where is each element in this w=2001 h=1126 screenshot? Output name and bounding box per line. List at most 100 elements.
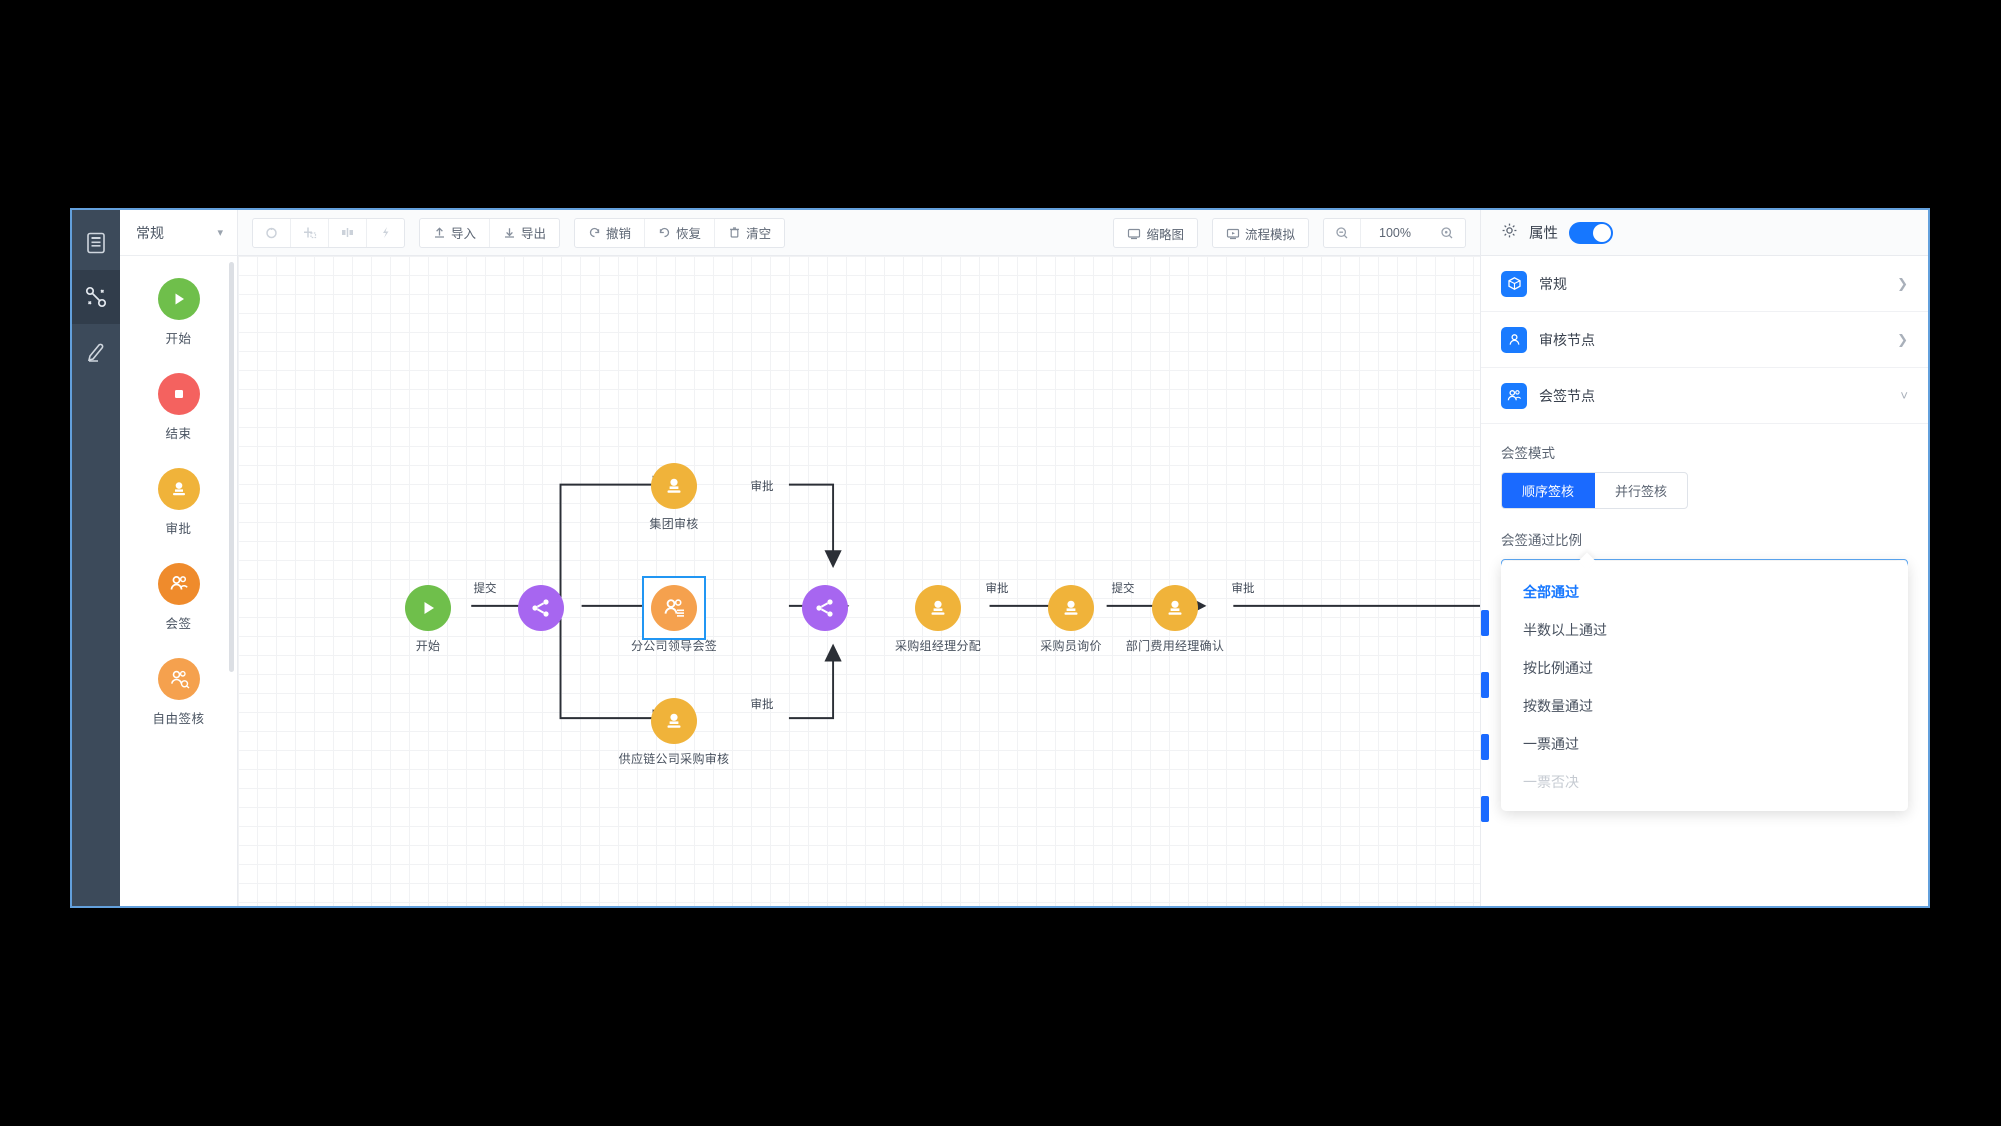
countersign-mode-segmented: 顺序签核 并行签核: [1501, 472, 1689, 509]
palette-item-approve[interactable]: 审批: [120, 468, 237, 537]
mode-sequential-button[interactable]: 顺序签核: [1502, 473, 1596, 508]
dropdown-option-majority-pass[interactable]: 半数以上通过: [1523, 622, 1607, 638]
chevron-down-icon: ˅: [1900, 388, 1908, 403]
approve-icon: [667, 713, 681, 728]
toggle-knob: [1593, 223, 1611, 242]
palette-item-free-sign[interactable]: 自由签核: [120, 658, 237, 727]
clear-button[interactable]: 清空: [715, 219, 784, 247]
flow-edges: [471, 475, 1480, 728]
flow-canvas[interactable]: 开始 集团审核 分公司领导会签: [238, 256, 1480, 906]
approve-icon: [1168, 600, 1182, 615]
rail-item-pen[interactable]: [72, 324, 120, 378]
shape-a-icon[interactable]: [253, 218, 291, 247]
start-circle: [405, 585, 451, 631]
approve-node-swatch: [157, 468, 200, 510]
palette-item-countersign[interactable]: 会签: [120, 563, 237, 632]
undo-label: 撤销: [606, 227, 632, 241]
edge-label: 审批: [1231, 583, 1255, 595]
approve-icon: [172, 482, 185, 496]
dropdown-option-ratio-pass[interactable]: 按比例通过: [1523, 660, 1593, 676]
clear-label: 清空: [746, 227, 772, 241]
history-tool-group: 撤销 恢复 清空: [574, 217, 786, 248]
dropdown-option-count-pass[interactable]: 按数量通过: [1523, 698, 1593, 714]
export-label: 导出: [521, 227, 547, 241]
edge-label: 审批: [750, 481, 774, 493]
play-icon: [424, 602, 434, 614]
countersign-circle: [651, 585, 697, 631]
import-label: 导入: [451, 227, 477, 241]
node-caption: 集团审核: [649, 517, 699, 531]
dropdown-option-all-pass[interactable]: 全部通过: [1523, 584, 1579, 600]
node-gateway-2[interactable]: [802, 585, 848, 631]
thumbnail-group: 缩略图: [1113, 218, 1198, 248]
upload-icon: [435, 227, 444, 238]
palette-item-label: 审批: [165, 522, 192, 536]
gateway-circle: [518, 585, 564, 631]
palette-item-label: 会签: [165, 617, 192, 631]
dropdown-option-single-veto[interactable]: 一票否决: [1523, 774, 1579, 790]
approve-circle: [651, 463, 697, 509]
node-group-review[interactable]: 集团审核: [649, 463, 698, 531]
section-general-label: 常规: [1539, 275, 1567, 292]
palette-item-end[interactable]: 结束: [120, 373, 237, 442]
approve-icon: [931, 600, 945, 615]
undo-button[interactable]: 撤销: [575, 218, 646, 247]
properties-panel: 属性 常规 ❯ 审核节点 ❯ 会签节点 ˅ 会签模式: [1480, 210, 1928, 906]
redo-label: 恢复: [676, 227, 702, 241]
trash-icon: [730, 227, 740, 238]
play-icon: [175, 293, 184, 305]
editor-center: 导入 导出 撤销 恢复 清空: [238, 210, 1480, 906]
section-general[interactable]: 常规 ❯: [1481, 256, 1928, 312]
zoom-out-icon: [1336, 227, 1348, 239]
palette-scrollbar[interactable]: [229, 262, 234, 672]
edge-label: 审批: [985, 583, 1009, 595]
stop-icon: [174, 390, 183, 398]
zoom-in-icon: [1441, 227, 1453, 239]
section-countersign-node[interactable]: 会签节点 ˅: [1481, 368, 1928, 424]
zoom-in-button[interactable]: [1429, 219, 1465, 247]
export-button[interactable]: 导出: [490, 219, 559, 247]
node-buyer-inquiry[interactable]: 采购员询价: [1040, 585, 1101, 653]
shape-c-icon[interactable]: [329, 218, 367, 247]
node-purchasing-manager[interactable]: 采购组经理分配: [895, 585, 981, 653]
countersign-node-swatch: [157, 563, 200, 605]
zoom-group: 100%: [1323, 218, 1466, 248]
palette-group-header[interactable]: 常规 ▾: [120, 210, 237, 256]
cube-icon: [1501, 270, 1527, 297]
thumbnail-icon: [1128, 228, 1141, 239]
chevron-down-icon: ▾: [217, 227, 223, 239]
section-review-node[interactable]: 审核节点 ❯: [1481, 312, 1928, 368]
palette-group-label: 常规: [136, 224, 164, 241]
node-caption: 采购组经理分配: [894, 639, 982, 653]
simulate-button[interactable]: 流程模拟: [1213, 219, 1308, 247]
palette-item-start[interactable]: 开始: [120, 278, 237, 347]
thumbnail-button[interactable]: 缩略图: [1114, 219, 1197, 247]
shape-b-icon[interactable]: [291, 218, 329, 247]
node-gateway-1[interactable]: [518, 585, 564, 631]
redo-button[interactable]: 恢复: [645, 218, 716, 247]
node-dept-expense-manager[interactable]: 部门费用经理确认: [1126, 585, 1224, 653]
user-icon: [1501, 326, 1527, 353]
redo-icon: [659, 227, 670, 238]
edge-label: 提交: [1111, 583, 1135, 595]
rail-item-form[interactable]: [72, 216, 120, 270]
dropdown-option-single-pass[interactable]: 一票通过: [1523, 736, 1579, 752]
countersign-mode-label: 会签模式: [1501, 446, 1555, 461]
node-caption: 采购员询价: [1040, 639, 1102, 653]
zoom-out-button[interactable]: [1324, 219, 1362, 247]
import-button[interactable]: 导入: [420, 218, 491, 247]
shape-d-icon[interactable]: [367, 219, 404, 247]
section-review-node-label: 审核节点: [1539, 331, 1595, 348]
rail-item-nodes[interactable]: [72, 270, 120, 324]
properties-toggle[interactable]: [1569, 221, 1613, 244]
node-supply-review[interactable]: 供应链公司采购审核: [619, 698, 729, 766]
nodes-icon: [85, 286, 107, 308]
mode-parallel-button[interactable]: 并行签核: [1615, 484, 1668, 499]
undo-icon: [589, 227, 600, 238]
node-start[interactable]: 开始: [405, 585, 451, 653]
flow-designer-app: 常规 ▾ 开始 结束 审批: [70, 208, 1930, 908]
node-branch-countersign[interactable]: 分公司领导会签: [631, 576, 717, 653]
approve-icon: [1064, 600, 1078, 615]
end-node-swatch: [157, 373, 200, 415]
countersign-icon: [664, 599, 684, 617]
